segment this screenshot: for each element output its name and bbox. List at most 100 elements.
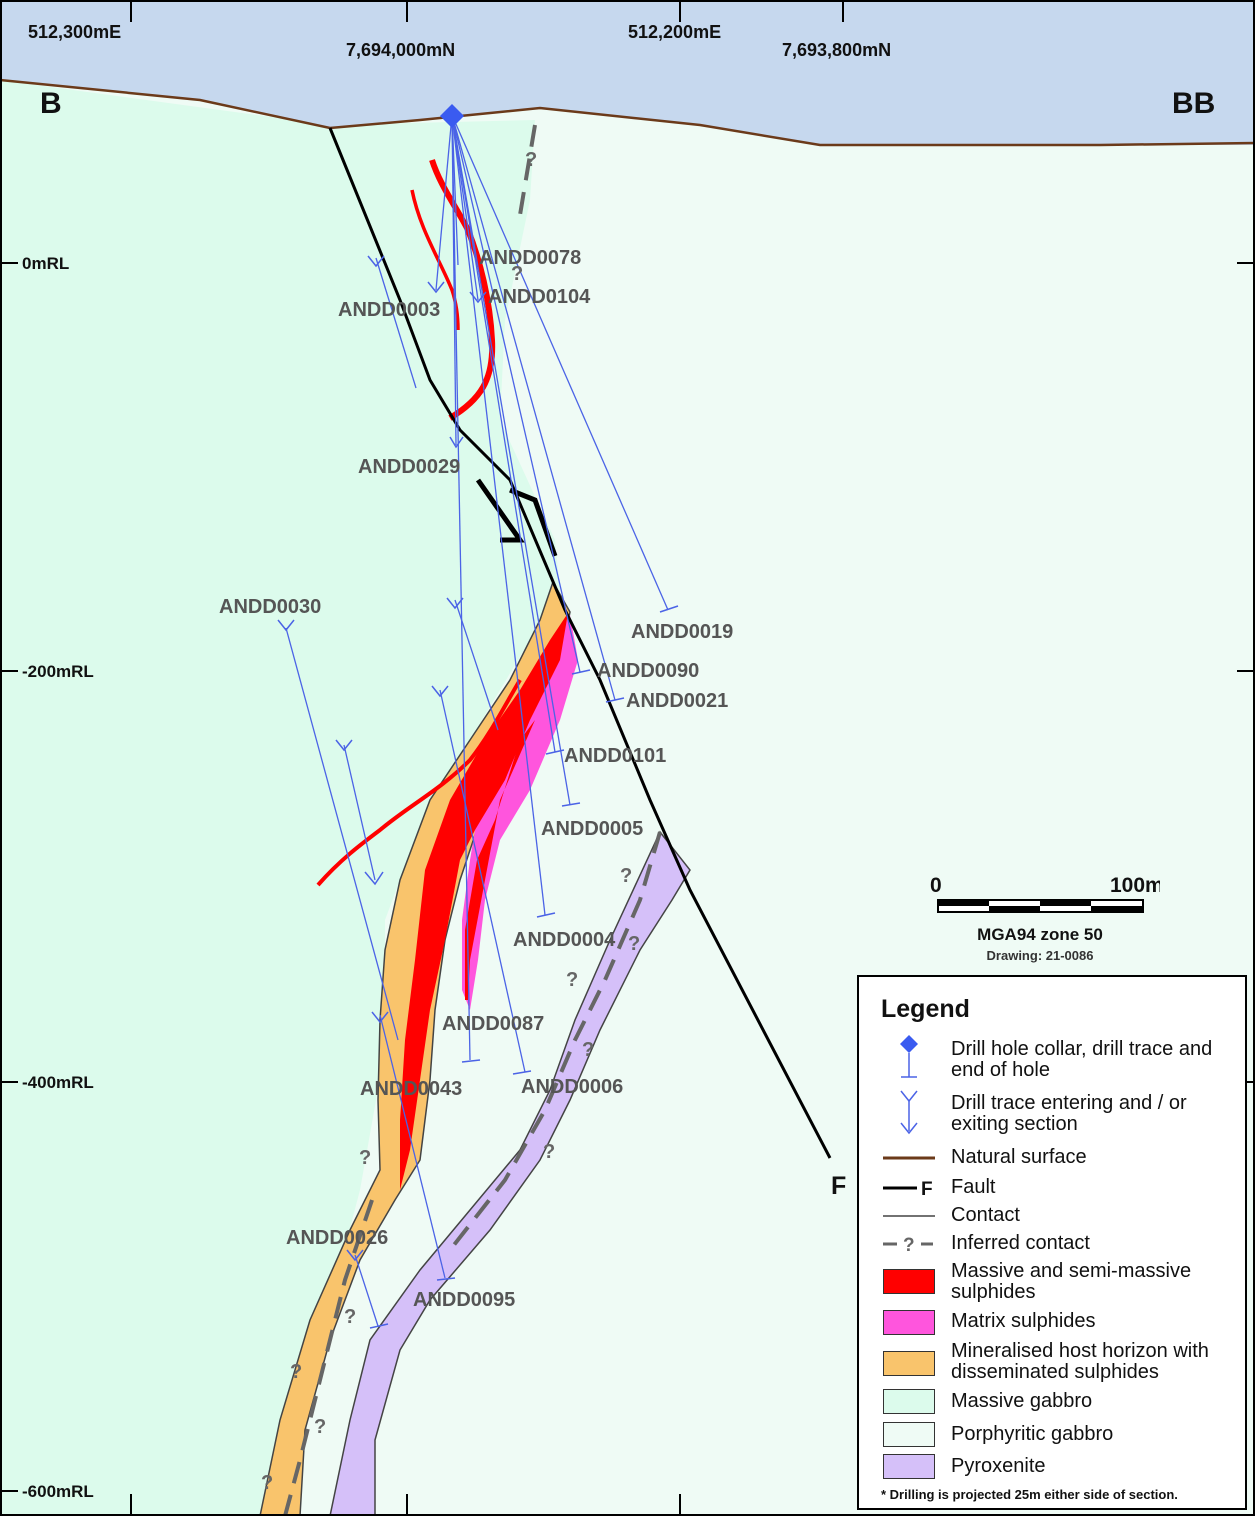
inferred-contact-icon: ? [883, 1235, 933, 1255]
legend-label-fault: Fault [951, 1176, 996, 1198]
section-end-left: B [40, 87, 62, 120]
legend-label-massive-gabbro: Massive gabbro [951, 1390, 1093, 1412]
end-of-hole-markers [369, 605, 679, 1329]
fault-label: F [831, 1172, 846, 1200]
surface-line-icon [883, 1156, 935, 1160]
entering-section-markers [277, 255, 487, 1262]
natural-surface-line [0, 78, 1255, 147]
inferred-mark: ? [566, 969, 578, 991]
northing-label-2: 7,693,800mN [782, 40, 891, 60]
drill-trace-andd0030 [285, 627, 399, 1041]
inferred-mark: ? [511, 263, 523, 285]
hole-label-andd0087: ANDD0087 [442, 1013, 544, 1035]
contact-line-icon [883, 1215, 935, 1217]
hole-label-andd0006: ANDD0006 [521, 1076, 623, 1098]
legend-label-collar: Drill hole collar, drill trace and end o… [951, 1038, 1213, 1081]
legend-label-contact: Contact [951, 1204, 1020, 1226]
rl-label-600: -600mRL [22, 1482, 94, 1501]
fault-line-icon: F [883, 1179, 933, 1199]
scale-start: 0 [930, 874, 942, 897]
swatch-pyroxenite [883, 1454, 935, 1479]
hole-label-andd0104: ANDD0104 [488, 286, 591, 308]
inferred-mark: ? [359, 1147, 371, 1169]
drill-traces [285, 114, 669, 1327]
legend-label-host-horizon: Mineralised host horizon with disseminat… [951, 1340, 1209, 1383]
scale-end: 100m [1110, 874, 1160, 897]
drill-trace-andd0104 [451, 114, 479, 301]
scale-projection: MGA94 zone 50 [977, 925, 1103, 944]
hole-label-andd0078: ANDD0078 [479, 247, 581, 269]
massive-sulphides-stringer [465, 720, 535, 1000]
drill-trace-andd0029 [451, 114, 457, 446]
rl-label-400: -400mRL [22, 1073, 94, 1092]
scale-drawing: Drawing: 21-0086 [987, 948, 1094, 963]
swatch-massive-sulphides [883, 1269, 935, 1294]
sulphide-vein-upper-2 [410, 189, 460, 331]
hole-label-andd0021: ANDD0021 [626, 690, 728, 712]
inferred-contacts [283, 124, 662, 1516]
hole-label-andd0043: ANDD0043 [360, 1078, 462, 1100]
legend-title: Legend [881, 995, 970, 1023]
sulphide-vein-lower [316, 678, 522, 887]
massive-sulphides-unit [400, 613, 568, 1190]
hole-label-andd0026: ANDD0026 [286, 1227, 388, 1249]
drill-trace-andd0006 [439, 689, 526, 1073]
legend-label-matrix-sulphides: Matrix sulphides [951, 1310, 1096, 1332]
scale-bar: 0 100m MGA94 zone 50 Drawing: 21-0086 [930, 872, 1164, 967]
swatch-matrix-sulphides [883, 1310, 935, 1335]
inferred-mark: ? [290, 1361, 302, 1383]
inferred-mark: ? [261, 1472, 273, 1494]
legend-label-inferred: Inferred contact [951, 1232, 1090, 1254]
inferred-mark: ? [620, 865, 632, 887]
legend-label-surface: Natural surface [951, 1146, 1087, 1168]
inferred-symbol-mark: ? [903, 1235, 915, 1255]
swatch-porphyritic-gabbro [883, 1422, 935, 1447]
inferred-mark: ? [628, 933, 640, 955]
swatch-host-horizon [883, 1351, 935, 1376]
drill-trace-andd0021 [451, 114, 616, 701]
hole-label-andd0005: ANDD0005 [541, 818, 643, 840]
hole-label-andd0004: ANDD0004 [513, 929, 616, 951]
drill-trace-andd0090 [451, 114, 581, 673]
inferred-question-marks: ? ? ? ? ? ? ? ? ? ? ? ? [261, 149, 640, 1494]
drill-hole-labels: ANDD0078 ANDD0104 ANDD0003 ANDD0029 ANDD… [219, 247, 733, 1311]
easting-label-1: 512,300mE [28, 22, 121, 42]
drill-trace-andd0078 [451, 114, 459, 266]
drill-trace-andd0095 [354, 1254, 379, 1327]
rl-label-0: 0mRL [22, 254, 69, 273]
section-end-right: BB [1172, 87, 1215, 120]
drill-trace-andd0003 [435, 114, 453, 291]
trace-entering-icon [900, 1090, 918, 1135]
legend-label-porphyritic-gabbro: Porphyritic gabbro [951, 1423, 1114, 1445]
drill-trace-andd0087 [451, 114, 471, 1061]
inferred-mark: ? [344, 1306, 356, 1328]
hole-label-andd0019: ANDD0019 [631, 621, 733, 643]
drill-trace-andd0019 [451, 114, 669, 611]
hole-label-andd0101: ANDD0101 [564, 745, 666, 767]
fault-movement-arrows [475, 478, 558, 557]
rl-label-200: -200mRL [22, 662, 94, 681]
inferred-mark: ? [525, 149, 537, 171]
legend-label-pyroxenite: Pyroxenite [951, 1455, 1046, 1477]
hole-label-andd0090: ANDD0090 [597, 660, 699, 682]
fault-line [328, 127, 832, 1159]
drill-trace-andd0026 [379, 1014, 446, 1279]
legend-label-trace: Drill trace entering and / or exiting se… [951, 1092, 1187, 1135]
fault-symbol-letter: F [921, 1179, 933, 1199]
hole-label-andd0095: ANDD0095 [413, 1289, 515, 1311]
hole-label-andd0030: ANDD0030 [219, 596, 321, 618]
northing-label-1: 7,694,000mN [346, 40, 455, 60]
hole-label-andd0029: ANDD0029 [358, 456, 460, 478]
drill-trace-andd0101 [451, 114, 556, 753]
inferred-mark: ? [314, 1416, 326, 1438]
drill-trace-andd0043 [343, 744, 376, 881]
drill-trace-andd0005 [451, 114, 571, 806]
inferred-mark: ? [582, 1039, 594, 1061]
hole-label-andd0003: ANDD0003 [338, 299, 440, 321]
inferred-mark: ? [543, 1141, 555, 1163]
swatch-massive-gabbro [883, 1389, 935, 1414]
easting-label-2: 512,200mE [628, 22, 721, 42]
legend: Legend Drill hole collar, drill trace an… [857, 975, 1247, 1510]
